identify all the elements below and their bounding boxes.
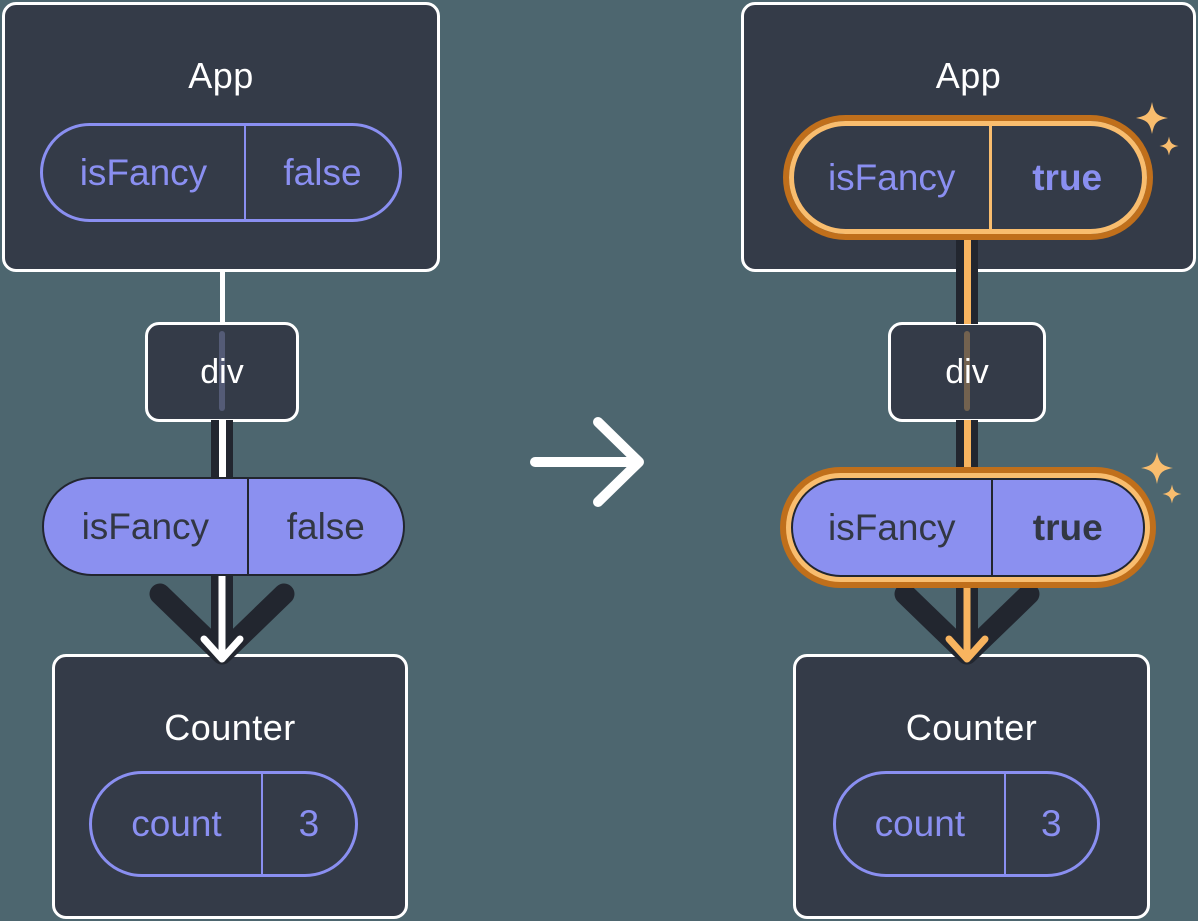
div-node-before: div [145, 322, 299, 422]
prop-flow-line-after-top [956, 240, 978, 324]
div-label: div [945, 352, 989, 391]
prop-value: false [286, 505, 365, 547]
sparkles-icon [1136, 102, 1179, 156]
passed-prop-pill-before: isFancy false [42, 477, 405, 576]
app-component-before: App isFancy false [2, 2, 440, 272]
sparkles-icon [1141, 452, 1182, 504]
div-node-after: div [888, 322, 1046, 422]
component-title: Counter [905, 707, 1038, 748]
component-title: Counter [164, 707, 296, 748]
prop-flow-arrow-icon [149, 568, 295, 665]
prop-flow-through-div [219, 331, 225, 411]
state-name: count [836, 774, 1006, 874]
prop-name: isFancy [793, 480, 993, 575]
prop-value: true [1032, 156, 1103, 198]
div-label: div [200, 352, 244, 391]
state-value: 3 [1041, 803, 1062, 844]
prop-flow-line-before [211, 420, 233, 478]
edge-app-to-div-before [220, 270, 225, 324]
counter-component-before: Counter count 3 [52, 654, 408, 919]
prop-flow-line-after [956, 420, 978, 478]
prop-name: isFancy [44, 479, 249, 574]
app-prop-pill-after: isFancy true [789, 121, 1147, 234]
counter-component-after: Counter count 3 [793, 654, 1150, 919]
state-name: count [92, 774, 263, 874]
component-title: App [935, 55, 1002, 96]
state-value: 3 [298, 803, 320, 844]
component-title: App [188, 55, 254, 96]
counter-state-pill-before: count 3 [89, 771, 358, 877]
transition-arrow-icon [530, 417, 644, 507]
prop-value: true [1032, 506, 1103, 548]
app-component-after: App isFancy true [741, 2, 1196, 272]
prop-flow-arrow-icon [894, 568, 1040, 665]
passed-prop-pill-after: isFancy true [791, 478, 1145, 577]
prop-value: false [283, 151, 362, 193]
prop-flow-through-div [964, 331, 970, 411]
prop-name: isFancy [43, 126, 246, 219]
counter-state-pill-after: count 3 [833, 771, 1100, 877]
app-prop-pill-before: isFancy false [40, 123, 402, 222]
prop-name: isFancy [794, 126, 993, 229]
